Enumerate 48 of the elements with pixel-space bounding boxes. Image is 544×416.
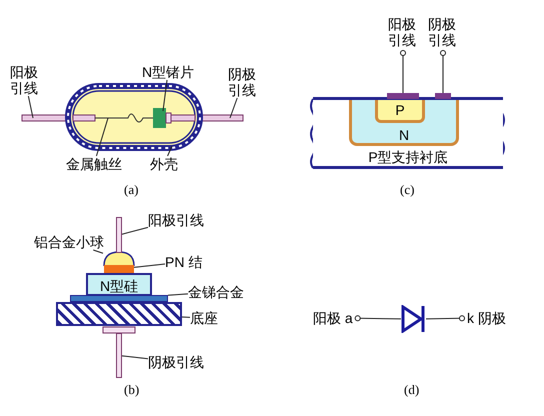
- part-label: k 阴极: [467, 310, 506, 326]
- part-label: 铝合金小球: [34, 234, 104, 250]
- region-label: N型硅: [100, 278, 138, 294]
- leader-line: [182, 316, 190, 318]
- panel-label: (d): [404, 382, 420, 398]
- terminal-wire: [354, 315, 402, 322]
- panel-label: (c): [400, 182, 414, 198]
- part-label: 阴极引线: [428, 16, 457, 48]
- leader-line: [168, 293, 188, 296]
- n-silicon-block: [86, 273, 152, 296]
- terminal-wire: [440, 50, 446, 94]
- part-label: PN 结: [165, 254, 202, 270]
- pn-junction-layer: [104, 265, 134, 273]
- alloy-layer: [70, 295, 168, 302]
- metal-contact: [435, 93, 451, 99]
- leader-line: [134, 264, 166, 268]
- part-label: 阳极引线: [388, 16, 417, 48]
- leader-line: [92, 250, 104, 254]
- part-label: 阳极 a: [313, 310, 353, 326]
- leader-line: [28, 96, 34, 118]
- leader-line: [167, 146, 172, 156]
- metal-contact: [387, 93, 419, 99]
- terminal-wire: [400, 50, 406, 94]
- terminal-wire: [426, 315, 465, 322]
- hatched-base: [56, 302, 182, 326]
- lead-wire: [116, 217, 122, 253]
- region-label: P: [395, 102, 405, 118]
- substrate-region: [313, 97, 503, 169]
- region-label: P型支持衬底: [368, 149, 448, 165]
- leader-line: [122, 226, 148, 235]
- leader-line: [230, 98, 238, 118]
- part-label: 阴极引线: [148, 354, 204, 370]
- diode-symbol: [401, 305, 426, 333]
- panel-label: (b): [124, 382, 140, 398]
- part-label: 阴极引线: [228, 66, 257, 98]
- part-label: 金属触丝: [66, 156, 122, 172]
- part-label: 外壳: [150, 156, 178, 172]
- region-label: N: [398, 127, 410, 143]
- part-label: 底座: [190, 310, 218, 326]
- part-label: 金锑合金: [188, 284, 244, 300]
- part-label: N型锗片: [142, 64, 194, 80]
- leader-line: [122, 355, 148, 360]
- lead-wire: [116, 333, 122, 378]
- n-region: [349, 100, 459, 146]
- panel-label: (a): [124, 182, 138, 198]
- part-label: 阳极引线: [148, 212, 204, 228]
- p-region: [375, 100, 425, 123]
- part-label: 阳极引线: [10, 64, 39, 96]
